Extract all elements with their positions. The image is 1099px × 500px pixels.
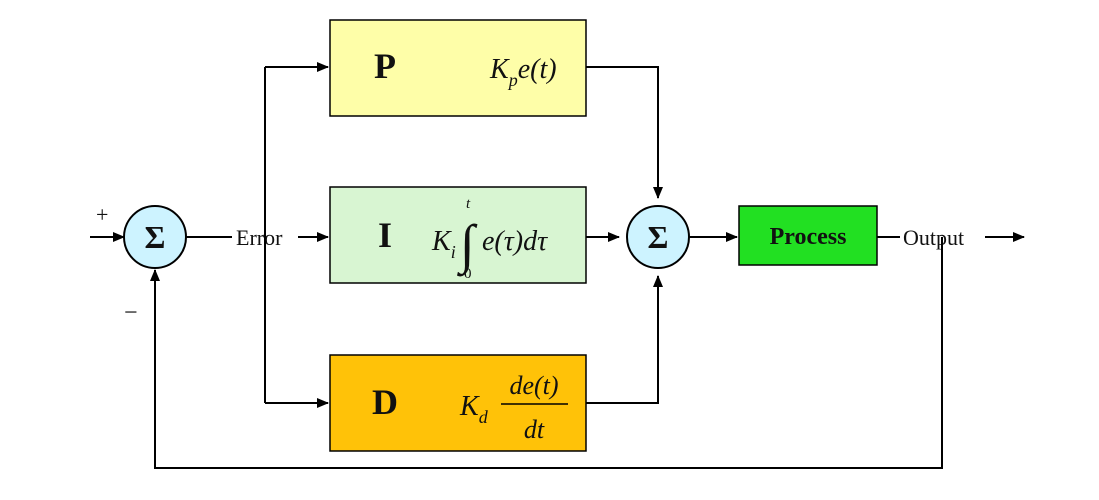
process-block: Process: [738, 205, 878, 266]
feedback-path: [150, 237, 943, 469]
i-gain: Ki: [431, 226, 456, 262]
process-label: Process: [770, 224, 847, 250]
input-summing-junction: Σ: [123, 205, 187, 269]
integral-upper-limit: t: [466, 196, 471, 212]
i-expression: e(τ)dτ: [482, 226, 548, 257]
integral-lower-limit: 0: [464, 266, 472, 282]
output-sigma-symbol: Σ: [648, 219, 669, 255]
minus-sign: −: [124, 300, 138, 326]
integral-sign: ∫: [457, 214, 478, 277]
d-gain: Kd: [459, 391, 489, 427]
i-block: I Ki ∫ t 0 e(τ)dτ: [329, 186, 587, 284]
d-numerator: de(t): [509, 371, 558, 400]
d-block: D Kd de(t) dt: [329, 354, 587, 452]
i-letter: I: [378, 215, 392, 255]
d-letter: D: [372, 382, 398, 422]
output-summing-junction: Σ: [626, 205, 690, 269]
plus-sign: +: [96, 202, 108, 227]
d-denominator: dt: [524, 415, 545, 444]
d-to-sum-line: [586, 275, 663, 404]
p-to-sum-line: [586, 66, 663, 199]
input-sigma-symbol: Σ: [145, 219, 166, 255]
output-label: Output: [903, 225, 964, 250]
p-block: P Kpe(t): [329, 19, 587, 117]
p-letter: P: [374, 46, 396, 86]
p-expression: Kpe(t): [489, 54, 557, 90]
error-label: Error: [236, 225, 283, 250]
